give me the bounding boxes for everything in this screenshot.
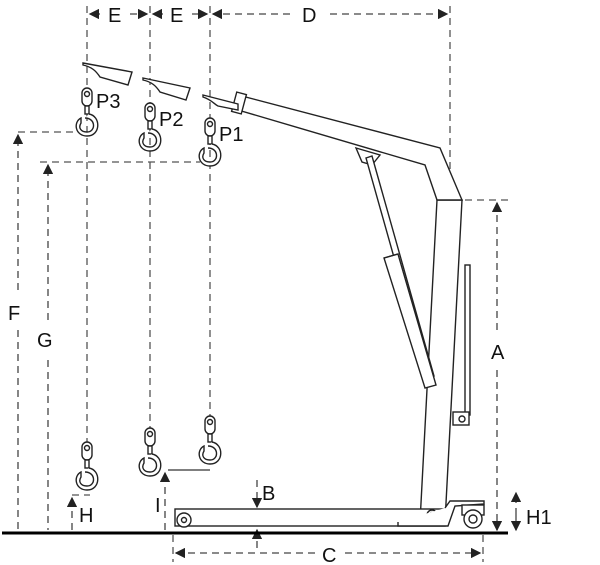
hook-p1-icon — [198, 117, 222, 167]
label-i: I — [155, 495, 161, 517]
label-h: H — [79, 505, 93, 527]
hook-low-p2-icon — [138, 427, 162, 477]
hydraulic-ram-cylinder — [383, 253, 437, 389]
boom-tip-p2 — [142, 77, 191, 101]
hook-low-p3-icon — [75, 441, 99, 491]
hook-low-p1-icon — [198, 415, 222, 465]
dimension-arrows — [12, 8, 522, 559]
label-h1: H1 — [526, 507, 552, 529]
label-e1: E — [108, 5, 121, 27]
label-d: D — [302, 5, 316, 27]
boom — [237, 94, 464, 201]
crane-body — [2, 62, 508, 535]
label-e2: E — [170, 5, 183, 27]
hooks — [75, 87, 222, 491]
boom-tip-p1 — [202, 94, 239, 111]
boom-tip-p3 — [82, 62, 133, 86]
label-c: C — [322, 545, 336, 565]
label-a: A — [491, 342, 505, 364]
reference-lines — [18, 6, 512, 562]
label-g: G — [37, 330, 53, 352]
label-p3: P3 — [96, 91, 120, 113]
label-b: B — [262, 483, 275, 505]
label-p1: P1 — [219, 124, 243, 146]
pump-handle — [464, 264, 471, 416]
label-p2: P2 — [159, 109, 183, 131]
label-f: F — [8, 303, 20, 325]
